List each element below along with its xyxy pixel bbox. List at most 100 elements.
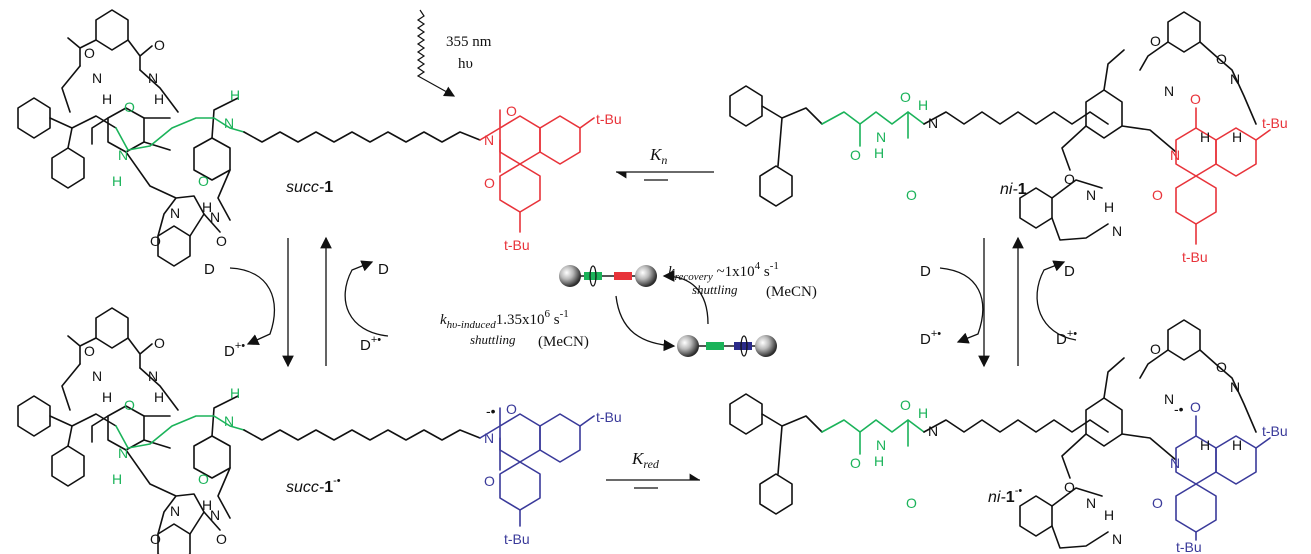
photon-text: hυ — [458, 56, 473, 72]
atom-label: O — [150, 531, 161, 547]
atom-label: H — [102, 91, 112, 107]
atom-label: O — [1064, 171, 1075, 187]
ni-1-structure: O N H O O H N O O N N H H N H N O N O O … — [729, 11, 1288, 265]
naphthalimide-red-right — [1175, 107, 1271, 245]
atom-label: H — [202, 199, 212, 215]
atom-label: O — [1216, 51, 1227, 67]
atom-label: O — [154, 335, 165, 351]
atom-label: H — [154, 91, 164, 107]
atom-label: H — [918, 97, 928, 113]
atom-label: N — [928, 423, 938, 439]
atom-label: O — [154, 37, 165, 53]
atom-label: H — [1200, 129, 1210, 145]
left-redox-arrows: D D+• D D+• — [204, 236, 389, 368]
atom-label: N — [224, 413, 234, 429]
atom-label: H — [102, 389, 112, 405]
atom-label: O — [1190, 399, 1201, 415]
atom-label: N — [928, 115, 938, 131]
tbu-label: t-Bu — [596, 409, 622, 425]
rotaxane-cartoon-neutral — [559, 265, 657, 287]
hv-rate-text: khυ-induced1.35x106 s-1 — [440, 308, 569, 331]
atom-label: H — [1232, 129, 1242, 145]
atom-label: O — [1150, 33, 1161, 49]
atom-label: O — [506, 401, 517, 417]
atom-label: O — [850, 147, 861, 163]
atom-label: N — [1170, 455, 1180, 471]
atom-label: N — [1164, 391, 1174, 407]
radical-label: -• — [1174, 401, 1184, 417]
atom-label: N — [170, 503, 180, 519]
atom-label: N — [148, 70, 158, 86]
atom-label: H — [1232, 437, 1242, 453]
atom-label: O — [84, 45, 95, 61]
atom-label: H — [1104, 507, 1114, 523]
succ-1-radical-anion-structure: N N O O H H O H N H N O N H N O O N O O … — [17, 307, 622, 554]
atom-label: O — [1216, 359, 1227, 375]
tbu-label: t-Bu — [1262, 115, 1288, 131]
atom-label: H — [154, 389, 164, 405]
atom-label: N — [876, 129, 886, 145]
atom-label: N — [210, 507, 220, 523]
donor-label: D — [204, 261, 215, 278]
recovery-rate-text: krecovery ~1x104 s-1 — [668, 260, 779, 283]
naphthalimide-blue — [479, 407, 595, 527]
donor-label: D — [1064, 263, 1075, 280]
atom-label: O — [124, 397, 135, 413]
atom-label: N — [92, 368, 102, 384]
atom-label: N — [484, 132, 494, 148]
atom-label: N — [1086, 187, 1096, 203]
atom-label: O — [84, 343, 95, 359]
rotaxane-cartoon-reduced — [677, 335, 777, 357]
atom-label: N — [224, 115, 234, 131]
recovery-shuttling-word: shuttling — [692, 282, 738, 297]
donor-label: D — [920, 263, 931, 280]
donor-cation-label: D+• — [360, 334, 381, 354]
atom-label: N — [1230, 379, 1240, 395]
atom-label: O — [484, 473, 495, 489]
atom-label: H — [874, 145, 884, 161]
hv-shuttling-word: shuttling — [470, 332, 516, 347]
atom-label: N — [1086, 495, 1096, 511]
atom-label: H — [1200, 437, 1210, 453]
atom-label: N — [484, 430, 494, 446]
atom-label: O — [1152, 495, 1163, 511]
tbu-label: t-Bu — [504, 237, 530, 253]
atom-label: H — [1104, 199, 1114, 215]
kred-label: Kred — [631, 449, 660, 471]
atom-label: H — [112, 471, 122, 487]
kn-label: Kn — [649, 145, 667, 167]
atom-label: O — [216, 531, 227, 547]
atom-label: N — [1230, 71, 1240, 87]
ni-1-radical-label: ni-1-• — [988, 485, 1022, 506]
tbu-label: t-Bu — [596, 111, 622, 127]
atom-label: O — [216, 233, 227, 249]
radical-label: -• — [486, 403, 496, 419]
kred-equilibrium: Kred — [606, 449, 700, 489]
tbu-label: t-Bu — [1262, 423, 1288, 439]
atom-label: N — [210, 209, 220, 225]
succ-1-radical-label: succ-1-• — [286, 475, 341, 496]
naphthalimide-blue-right — [1175, 415, 1271, 541]
atom-label: H — [112, 173, 122, 189]
atom-label: H — [202, 497, 212, 513]
atom-label: O — [900, 397, 911, 413]
atom-label: O — [124, 99, 135, 115]
atom-label: H — [230, 87, 240, 103]
atom-label: O — [150, 233, 161, 249]
kn-equilibrium: Kn — [616, 145, 714, 181]
ni-1-radical-anion-structure: O N H O O H N O O N N H H N H N O N O O … — [729, 319, 1288, 554]
right-redox-arrows: D D+• D D+• — [920, 236, 1077, 368]
atom-label: O — [484, 175, 495, 191]
atom-label: N — [148, 368, 158, 384]
ni-1-label: ni-1 — [1000, 181, 1027, 198]
atom-label: N — [170, 205, 180, 221]
atom-label: O — [1064, 479, 1075, 495]
atom-label: N — [118, 147, 128, 163]
naphthalimide-red — [479, 109, 595, 233]
atom-label: N — [118, 445, 128, 461]
atom-label: O — [1190, 91, 1201, 107]
recovery-solvent: (MeCN) — [766, 284, 817, 300]
wavelength-text: 355 nm — [446, 34, 492, 50]
photoexcitation: 355 nm hυ — [416, 9, 492, 97]
succ-1-structure: N N O O H H O H N H N O N H N O O N O O … — [17, 9, 622, 267]
